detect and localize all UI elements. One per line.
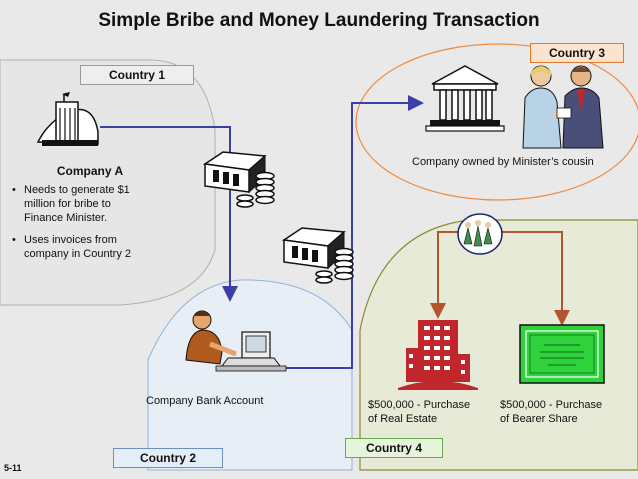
country3-label: Country 3 <box>530 43 624 63</box>
flow-bank-to-cousin <box>272 95 424 369</box>
bearer-share-label: $500,000 - Purchase of Bearer Share <box>500 398 602 426</box>
real-estate-line2: of Real Estate <box>368 413 438 425</box>
country4-label: Country 4 <box>345 438 443 458</box>
cousin-company-label: Company owned by Minister’s cousin <box>412 156 594 168</box>
handshake-people-icon <box>522 65 604 149</box>
person-at-computer-icon <box>185 310 287 372</box>
slide-number: 5-11 <box>4 463 22 473</box>
real-estate-label: $500,000 - Purchase of Real Estate <box>368 398 470 426</box>
country2-region <box>147 279 353 471</box>
company-a-notes: • Needs to generate $1 million for bribe… <box>12 183 152 269</box>
country3-region <box>355 43 638 201</box>
company-bank-account-label: Company Bank Account <box>146 395 264 407</box>
money-stack-icon <box>202 151 275 208</box>
money-stack-icon <box>281 227 354 284</box>
real-estate-building-icon <box>398 320 478 390</box>
bearer-share-line1: $500,000 - Purchase <box>500 399 603 411</box>
bank-building-icon <box>425 65 505 132</box>
bullet-icon: • <box>12 184 16 196</box>
country1-label: Country 1 <box>80 65 194 85</box>
office-building-icon <box>36 92 99 146</box>
bullet-icon: • <box>12 234 16 246</box>
real-estate-line1: $500,000 - Purchase <box>368 399 471 411</box>
dancing-people-icon <box>457 213 503 255</box>
flow-companyA-to-bank <box>100 126 238 302</box>
bearer-share-line2: of Bearer Share <box>500 413 578 425</box>
note-text: Needs to generate $1 million for bribe t… <box>24 184 130 224</box>
note-item: • Needs to generate $1 million for bribe… <box>12 183 152 225</box>
bearer-share-certificate-icon <box>519 324 605 384</box>
flow-cousin-to-bearershare <box>500 231 570 326</box>
note-text: Uses invoices from company in Country 2 <box>24 234 131 260</box>
company-a-label: Company A <box>56 164 124 178</box>
country2-label: Country 2 <box>113 448 223 468</box>
note-item: • Uses invoices from company in Country … <box>12 233 152 261</box>
diagram-title: Simple Bribe and Money Laundering Transa… <box>98 10 540 31</box>
